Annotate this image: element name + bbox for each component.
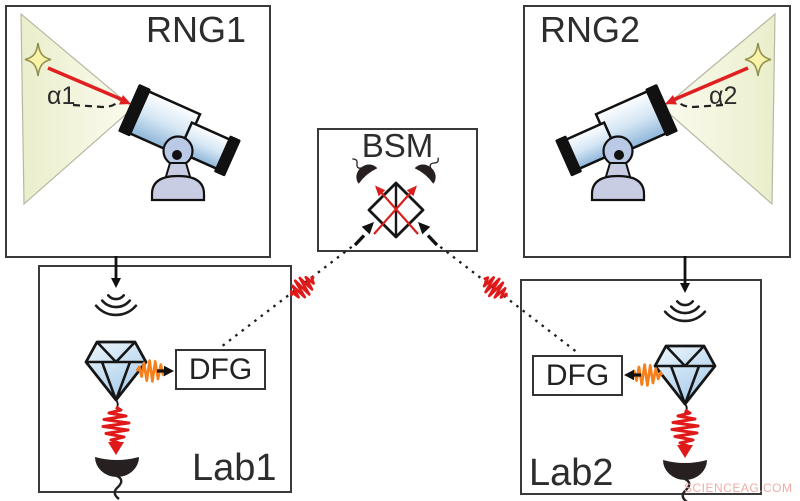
dfg1-label: DFG — [188, 352, 253, 386]
detector-icon — [93, 455, 141, 501]
dfg1-box: DFG — [175, 349, 266, 390]
angle-alpha1-label: α1 — [47, 82, 76, 110]
broadcast-arcs-icon — [94, 294, 138, 317]
diamond-icon — [84, 340, 148, 411]
broadcast-arcs-icon — [663, 300, 707, 323]
lab2-label: Lab2 — [529, 452, 614, 494]
wavepacket-icon — [670, 408, 700, 450]
rng1-label: RNG1 — [146, 9, 247, 50]
angle-alpha2-label: α2 — [709, 82, 738, 110]
input-arrow-icon — [157, 365, 174, 377]
bsm-label: BSM — [361, 127, 434, 164]
fiber-link-icon — [220, 241, 579, 354]
lab1-label: Lab1 — [192, 447, 277, 489]
watermark: SCIENCEAG.COM — [684, 481, 793, 495]
photon-arrow-icon — [108, 442, 124, 455]
rng2-label: RNG2 — [540, 9, 641, 50]
wavepacket-icon — [101, 405, 131, 447]
bsm-beams — [373, 185, 419, 235]
input-arrow-icon — [624, 369, 641, 381]
photon-arrow-icon — [677, 445, 693, 458]
input-arrow-icon — [353, 222, 439, 247]
dfg2-label: DFG — [545, 358, 610, 392]
signal-line-icon — [111, 256, 690, 293]
wavepacket-icon — [476, 270, 514, 306]
dfg2-box: DFG — [532, 355, 623, 396]
diamond-icon — [653, 344, 717, 415]
wavepacket-icon — [284, 269, 322, 305]
